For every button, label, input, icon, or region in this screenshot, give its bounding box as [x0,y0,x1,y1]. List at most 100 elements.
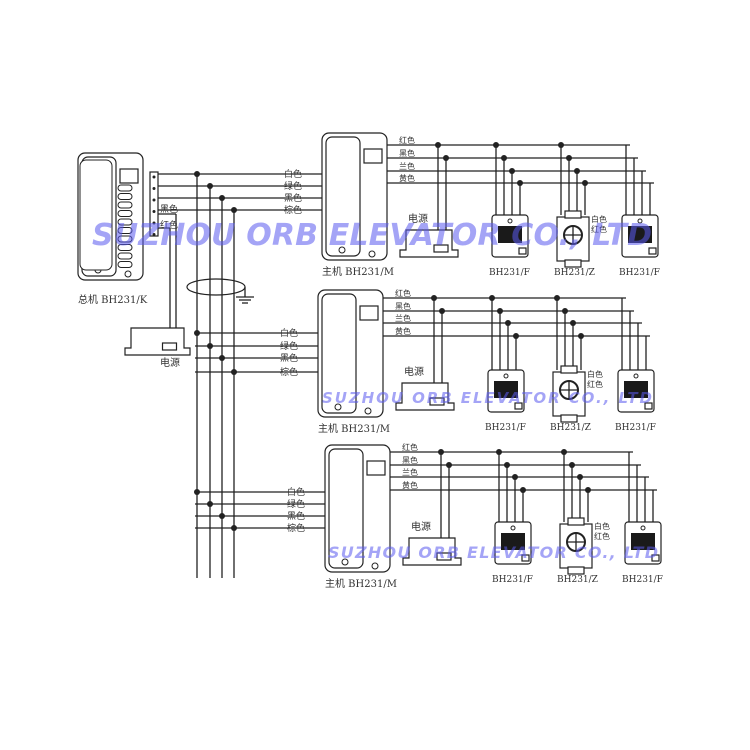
junction-dot [504,462,510,468]
key-button [117,201,133,209]
junction-dot [566,155,572,161]
wire-label: 白色 [587,369,603,379]
wire-label: 白色 [594,521,610,531]
power-terminal [433,244,449,253]
wire-label: 黄色 [395,326,411,336]
key-button [117,193,133,200]
device-label: BH231/F [485,423,526,433]
watermark: SUZHOU ORB ELEVATOR CO., LTD [322,389,652,407]
screw-icon [334,403,342,411]
junction-dot [439,308,445,314]
junction-dot [438,449,444,455]
top-clip [564,210,582,219]
power-supply-label: 电源 [411,520,431,533]
junction-dot [554,295,560,301]
junction-dot [569,462,575,468]
key-button [117,244,133,251]
bottom-clip [560,414,578,423]
display-window [363,148,383,164]
wire-label: 红色 [395,288,411,298]
led-icon [503,373,509,379]
junction-dot [219,513,225,519]
wire-label: 黑色 [284,192,302,204]
junction-dot [207,343,213,349]
device-label: BH231/F [619,268,660,278]
wire-label: 兰色 [395,313,411,323]
junction-dot [207,501,213,507]
handset [321,293,357,414]
wire-label: 黄色 [399,173,415,183]
junction-dot [489,295,495,301]
junction-dot [517,180,523,186]
wire-label: 红色 [587,379,603,389]
junction-dot [578,333,584,339]
key-button [117,235,133,243]
screen [624,381,648,398]
display-window [119,168,139,184]
junction-dot [512,474,518,480]
key-button [117,227,133,234]
junction-dot [497,308,503,314]
power-terminal [429,397,445,406]
handset [325,136,361,257]
device-label: BH231/Z [557,575,598,585]
led-icon [633,373,639,379]
junction-dot [513,333,519,339]
power-supply-label: 电源 [408,212,428,225]
led-icon [637,218,643,224]
junction-dot [505,320,511,326]
wire-label: 红色 [591,224,607,234]
wire-label: 黑色 [280,352,298,364]
wire-label: 绿色 [284,180,302,192]
cable-shield [186,278,246,296]
device-label: BH231/Z [550,423,591,433]
screw-icon [368,250,376,258]
host-unit-label: 主机 BH231/M [318,422,390,435]
junction-dot [558,142,564,148]
wire-label: 红色 [399,135,415,145]
junction-dot [561,449,567,455]
terminal-screw [152,198,156,202]
wire-label: 黑色 [399,148,415,158]
top-clip [560,365,578,374]
wire-label: 白色 [591,214,607,224]
wire-label: 白色 [287,486,305,498]
wire-label: 红色 [594,531,610,541]
bottom-clip [564,259,582,268]
alarm-button-icon [521,554,530,562]
wire-label: 绿色 [280,340,298,352]
junction-dot [219,195,225,201]
device-label: BH231/F [489,268,530,278]
screen [498,226,522,243]
alarm-button-icon [518,247,527,255]
handset [328,448,364,569]
device-label: BH231/F [622,575,663,585]
screen [494,381,518,398]
power-terminal [436,552,452,561]
led-icon [507,218,513,224]
host-unit-label: 主机 BH231/M [325,577,397,590]
wire-label: 黑色 [395,301,411,311]
top-clip [567,517,585,526]
screw-icon [364,407,372,415]
junction-dot [446,462,452,468]
wire-label: 黑色 [287,510,305,522]
junction-dot [577,474,583,480]
display-window [366,460,386,476]
watermark: SUZHOU ORB ELEVATOR CO., LTD [328,543,658,562]
junction-dot [231,525,237,531]
wire-label: 黑色 [402,455,418,465]
junction-dot [231,207,237,213]
terminal-screw [152,210,156,213]
key-button [117,252,133,260]
screen [501,533,525,550]
screw-icon [371,562,379,570]
key-button [117,184,133,192]
junction-dot [574,168,580,174]
junction-dot [194,330,200,336]
host-unit-label: 主机 BH231/M [322,265,394,278]
terminal-screw [152,221,156,225]
junction-dot [496,449,502,455]
terminal-screw [152,175,156,179]
